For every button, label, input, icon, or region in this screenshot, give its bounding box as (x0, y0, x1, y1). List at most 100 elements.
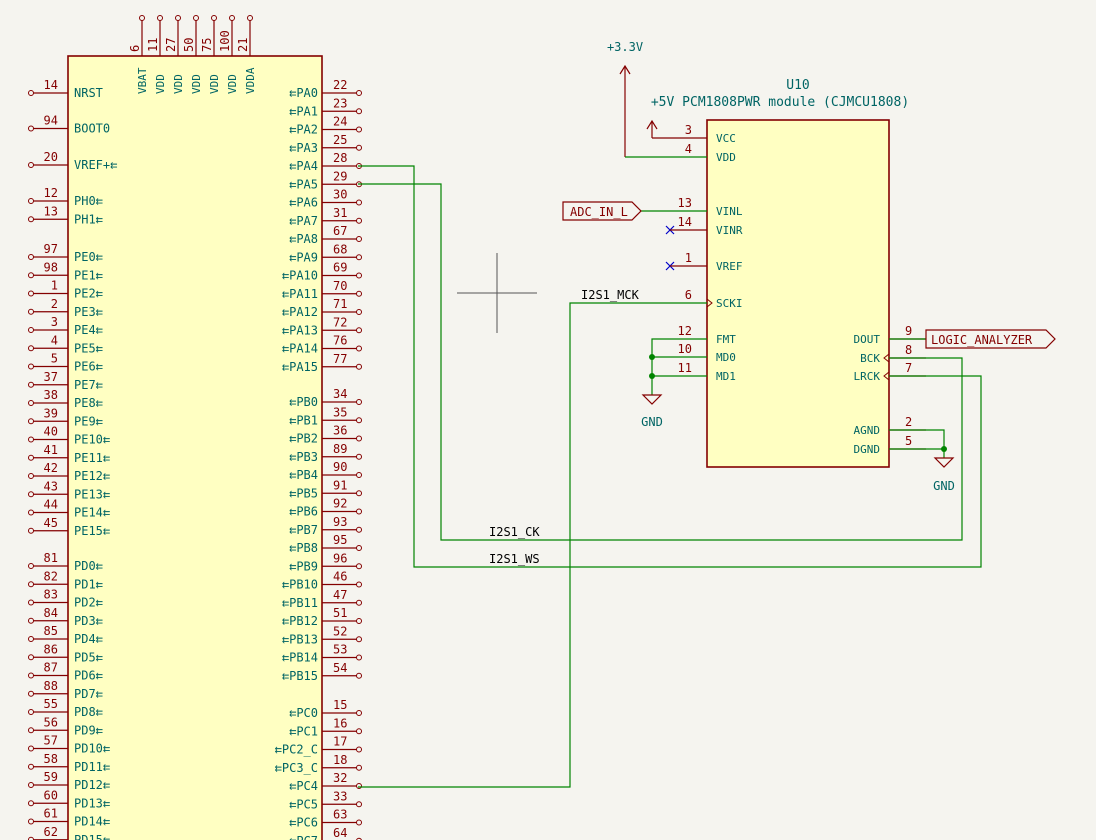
net-label-mck[interactable]: I2S1_MCK (581, 288, 640, 302)
mcu-pin-right[interactable]: 30⇇PA6 (289, 188, 362, 210)
mcu-pin-right[interactable]: 53⇇PB14 (282, 643, 362, 665)
mcu-pin-right[interactable]: 29⇇PA5 (289, 169, 362, 191)
mcu-pin-right[interactable]: 64⇇PC7 (289, 826, 362, 840)
mcu-pin-right[interactable]: 31⇇PA7 (289, 206, 362, 228)
u10-symbol-body[interactable] (706, 119, 890, 468)
mcu-pin-right[interactable]: 35⇇PB1 (289, 405, 362, 427)
mcu-pin-right[interactable]: 93⇇PB7 (289, 515, 362, 537)
mcu-pin-right[interactable]: 70⇇PA11 (282, 279, 362, 301)
mcu-pin-right[interactable]: 89⇇PB3 (289, 442, 362, 464)
mcu-pin-right[interactable]: 32⇇PC4 (289, 771, 362, 793)
mcu-pin-right[interactable]: 90⇇PB4 (289, 460, 362, 482)
mcu-pin-right[interactable]: 15⇇PC0 (289, 698, 362, 720)
mcu-pin-right[interactable]: 71⇇PA12 (282, 297, 362, 319)
mcu-pin-right[interactable]: 67⇇PA8 (289, 224, 362, 246)
net-label-ws[interactable]: I2S1_WS (489, 552, 540, 566)
mcu-pin-right[interactable]: 18⇇PC3_C (275, 753, 362, 775)
net-label-ck[interactable]: I2S1_CK (489, 525, 540, 539)
mcu-pin-right[interactable]: 72⇇PA13 (282, 315, 362, 337)
mcu-pin-right[interactable]: 16⇇PC1 (289, 716, 362, 738)
global-label-adc-in-l[interactable]: ADC_IN_L (562, 201, 642, 221)
gnd-symbol-left[interactable]: GND (641, 394, 663, 429)
mcu-pin-right[interactable]: 63⇇PC6 (289, 808, 362, 830)
mcu-pin-right[interactable]: 92⇇PB6 (289, 497, 362, 519)
mcu-pin-right[interactable]: 77⇇PA15 (282, 352, 362, 374)
mcu-pin-right[interactable]: 54⇇PB15 (282, 661, 362, 683)
mcu-pin-right[interactable]: 68⇇PA9 (289, 242, 362, 264)
wire-i2s1-mck[interactable] (358, 302, 707, 788)
mcu-pin-right[interactable]: 33⇇PC5 (289, 789, 362, 811)
mcu-pin-right[interactable]: 34⇇PB0 (289, 387, 362, 409)
mcu-pin-right[interactable]: 28⇇PA4 (289, 151, 362, 173)
mcu-pin-right[interactable]: 51⇇PB12 (282, 606, 362, 628)
mcu-pin-right[interactable]: 17⇇PC2_C (275, 735, 362, 757)
mcu-pin-right[interactable]: 69⇇PA10 (282, 261, 362, 283)
mcu-pin-right[interactable]: 96⇇PB9 (289, 551, 362, 573)
mcu-pin-right[interactable]: 76⇇PA14 (282, 334, 362, 356)
mcu-pin-right[interactable]: 36⇇PB2 (289, 424, 362, 446)
mcu-pin-right[interactable]: 23⇇PA1 (289, 96, 362, 118)
wire-i2s1-ck[interactable] (358, 183, 963, 541)
mcu-pin-right[interactable]: 47⇇PB11 (282, 588, 362, 610)
gnd-symbol-right[interactable]: GND (933, 457, 955, 493)
mcu-pin-right[interactable]: 95⇇PB8 (289, 533, 362, 555)
power-3v3-symbol[interactable]: +3.3V (607, 40, 643, 157)
mcu-pin-right[interactable]: 91⇇PB5 (289, 478, 362, 500)
mcu-pin-right[interactable]: 52⇇PB13 (282, 624, 362, 646)
wire-agnd-dgnd[interactable] (889, 429, 945, 458)
mcu-symbol-body[interactable] (67, 55, 323, 840)
global-label-logic-analyzer[interactable]: LOGIC_ANALYZER (925, 329, 1056, 349)
mcu-pin-right[interactable]: 22⇇PA0 (289, 78, 362, 100)
mcu-pin-right[interactable]: 46⇇PB10 (282, 570, 362, 592)
